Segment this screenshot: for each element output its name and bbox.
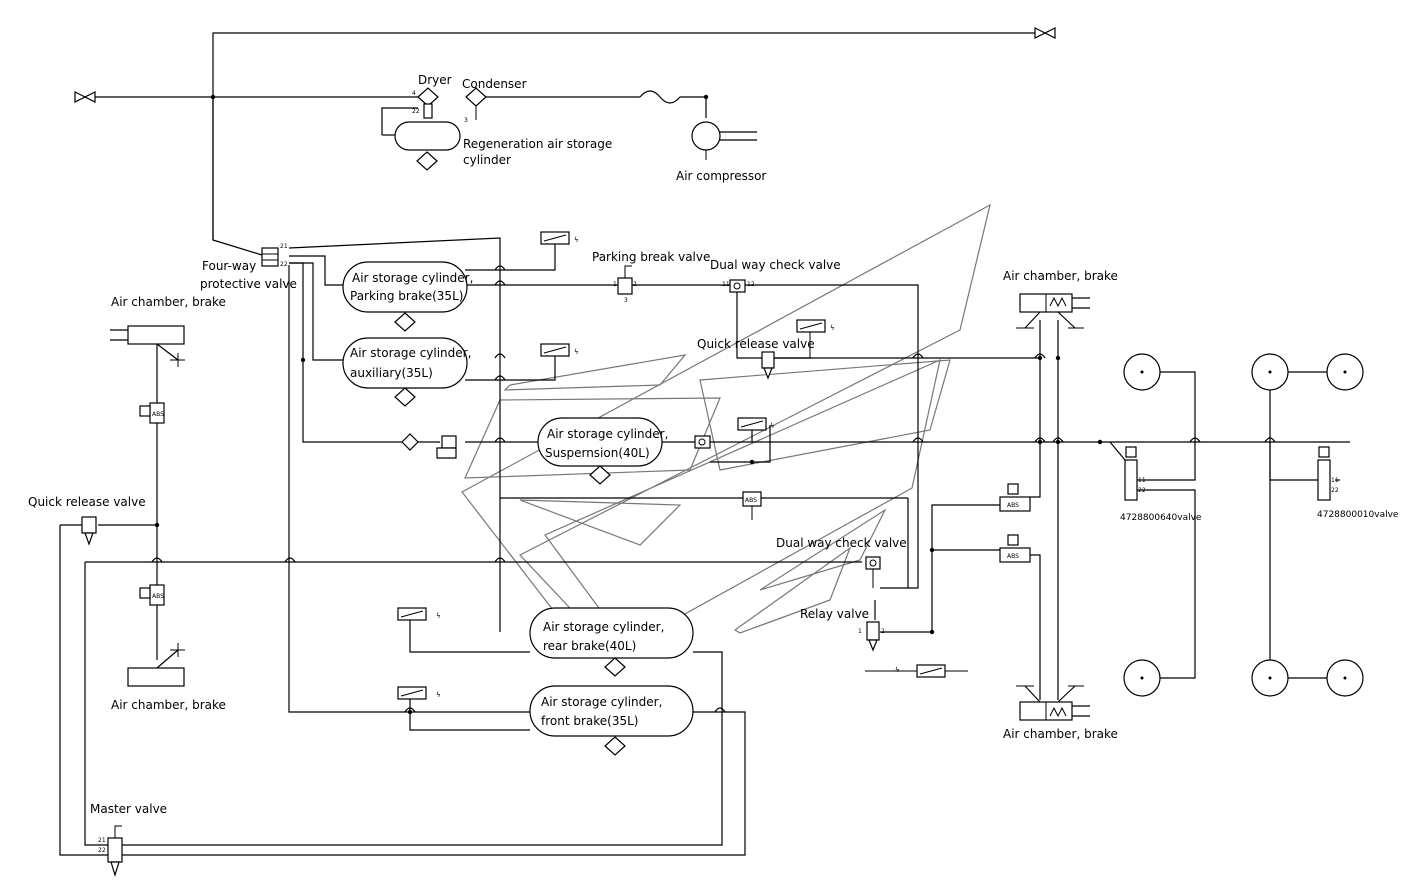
regeneration-cylinder — [381, 107, 461, 171]
svg-text:12: 12 — [747, 281, 755, 288]
parking-cylinder-label-2: Parking brake(35L) — [350, 289, 463, 303]
svg-text:ϟ: ϟ — [436, 612, 441, 620]
air-compressor-label: Air compressor — [676, 169, 766, 183]
relay-valve-label: Relay valve — [800, 607, 869, 621]
relay-valve: 1 2 — [858, 621, 885, 652]
parking-brake-valve-label: Parking break valve — [592, 250, 710, 264]
dual-way-check-valve-top: 11 12 — [722, 279, 755, 293]
svg-text:22: 22 — [98, 847, 106, 854]
auxiliary-cylinder — [342, 337, 468, 407]
pressure-switches: ϟ ϟ ϟ ϟ ϟ ϟ ϟ — [397, 231, 968, 700]
svg-text:22: 22 — [280, 261, 288, 268]
quick-release-valve-left-label: Quick release valve — [28, 495, 146, 509]
front-cylinder-label-1: Air storage cylinder, — [541, 695, 662, 709]
end-coupling-left — [74, 91, 96, 103]
pipe-crossovers — [151, 265, 1276, 713]
svg-text:ϟ: ϟ — [574, 348, 579, 356]
condenser-label: Condenser — [462, 77, 527, 91]
dual-way-check-valve-top-label: Dual way check valve — [710, 258, 841, 272]
suspension-cylinder-label-1: Air storage cylinder, — [547, 427, 668, 441]
four-way-protective-valve: 21 22 — [261, 243, 288, 268]
junction-dots — [154, 94, 1103, 715]
air-springs — [1123, 353, 1364, 697]
abs-valve-left-lower: ABS — [139, 584, 165, 606]
valve-4728-left-label: 4728800640valve — [1120, 513, 1202, 523]
svg-text:ABS: ABS — [1007, 553, 1019, 560]
svg-text:ABS: ABS — [152, 411, 164, 418]
air-chamber-brake-top-left — [110, 325, 185, 367]
end-coupling-right — [1034, 27, 1056, 39]
svg-text:3: 3 — [464, 117, 468, 124]
svg-text:1: 1 — [858, 628, 862, 635]
four-way-label-2: protective valve — [200, 277, 297, 291]
rear-cylinder-label-2: rear brake(40L) — [543, 639, 636, 653]
leveling-valve-right: 11 22 — [1317, 446, 1339, 501]
dryer-symbol: 4 22 — [412, 87, 439, 119]
valve-4728-label: 4728800010valve — [1317, 510, 1399, 520]
pipes — [59, 32, 1350, 856]
master-valve: 21 22 — [98, 825, 123, 878]
svg-text:11: 11 — [722, 281, 730, 288]
auxiliary-cylinder-label-2: auxiliary(35L) — [350, 366, 433, 380]
svg-text:ϟ: ϟ — [770, 422, 775, 430]
svg-text:ABS: ABS — [1007, 502, 1019, 509]
svg-text:3: 3 — [624, 297, 628, 304]
dual-way-check-valve-bottom-label: Dual way check valve — [776, 536, 907, 550]
svg-text:ϟ: ϟ — [895, 666, 900, 674]
svg-text:ABS: ABS — [745, 497, 757, 504]
front-cylinder-label-2: front brake(35L) — [541, 714, 639, 728]
svg-text:11: 11 — [1331, 477, 1339, 484]
svg-text:ABS: ABS — [152, 593, 164, 600]
dryer-label: Dryer — [418, 73, 452, 87]
auxiliary-cylinder-label-1: Air storage cylinder, — [350, 346, 471, 360]
svg-text:22: 22 — [1331, 487, 1339, 494]
svg-text:11: 11 — [1138, 477, 1146, 484]
abs-valve-center: ABS — [742, 491, 762, 520]
svg-text:ϟ: ϟ — [574, 236, 579, 244]
four-way-label-1: Four-way — [202, 259, 256, 273]
svg-text:2: 2 — [633, 281, 637, 288]
abs-valve-right-upper: ABS — [999, 483, 1031, 512]
svg-text:21: 21 — [280, 243, 288, 250]
parking-cylinder-label-1: Air storage cylinder, — [352, 271, 473, 285]
svg-text:4: 4 — [412, 90, 416, 97]
quick-release-valve-center — [761, 351, 775, 380]
air-chamber-brake-bottom-left — [127, 643, 185, 687]
air-chamber-brake-top-left-label: Air chamber, brake — [111, 295, 226, 309]
dual-way-check-valve-bottom — [865, 556, 881, 588]
dual-way-check-valve-suspension — [694, 435, 711, 449]
condenser-symbol: 3 — [464, 87, 487, 124]
svg-text:2: 2 — [881, 628, 885, 635]
master-valve-label: Master valve — [90, 802, 167, 816]
svg-text:22: 22 — [412, 108, 420, 115]
air-chamber-brake-top-right — [1016, 293, 1090, 329]
suspension-inlet-valves — [401, 433, 457, 459]
air-compressor-symbol — [691, 121, 757, 160]
regeneration-cylinder-label-2: cylinder — [463, 153, 511, 167]
svg-text:22: 22 — [1138, 487, 1146, 494]
parking-brake-cylinder — [342, 261, 468, 332]
svg-text:21: 21 — [98, 837, 106, 844]
parking-brake-valve: 1 2 3 — [613, 265, 637, 304]
svg-text:ϟ: ϟ — [436, 691, 441, 699]
rear-brake-cylinder — [529, 607, 694, 677]
suspension-cylinder-label-2: Suspernsion(40L) — [545, 446, 650, 460]
air-chamber-brake-top-right-label: Air chamber, brake — [1003, 269, 1118, 283]
rear-cylinder-label-1: Air storage cylinder, — [543, 620, 664, 634]
abs-valve-left-upper: ABS — [139, 402, 165, 424]
leveling-valve-left: 11 22 — [1124, 446, 1146, 501]
regeneration-cylinder-label-1: Regeneration air storage — [463, 137, 612, 151]
quick-release-valve-center-label: Quick release valve — [697, 337, 815, 351]
air-chamber-brake-bottom-left-label: Air chamber, brake — [111, 698, 226, 712]
abs-valve-right-lower: ABS — [999, 534, 1031, 563]
air-chamber-brake-bottom-right — [1016, 685, 1090, 721]
svg-text:ϟ: ϟ — [830, 324, 835, 332]
front-brake-cylinder — [529, 685, 694, 756]
suspension-cylinder — [537, 417, 663, 485]
quick-release-valve-left — [81, 516, 97, 546]
air-chamber-brake-bottom-right-label: Air chamber, brake — [1003, 727, 1118, 741]
svg-text:1: 1 — [613, 281, 617, 288]
